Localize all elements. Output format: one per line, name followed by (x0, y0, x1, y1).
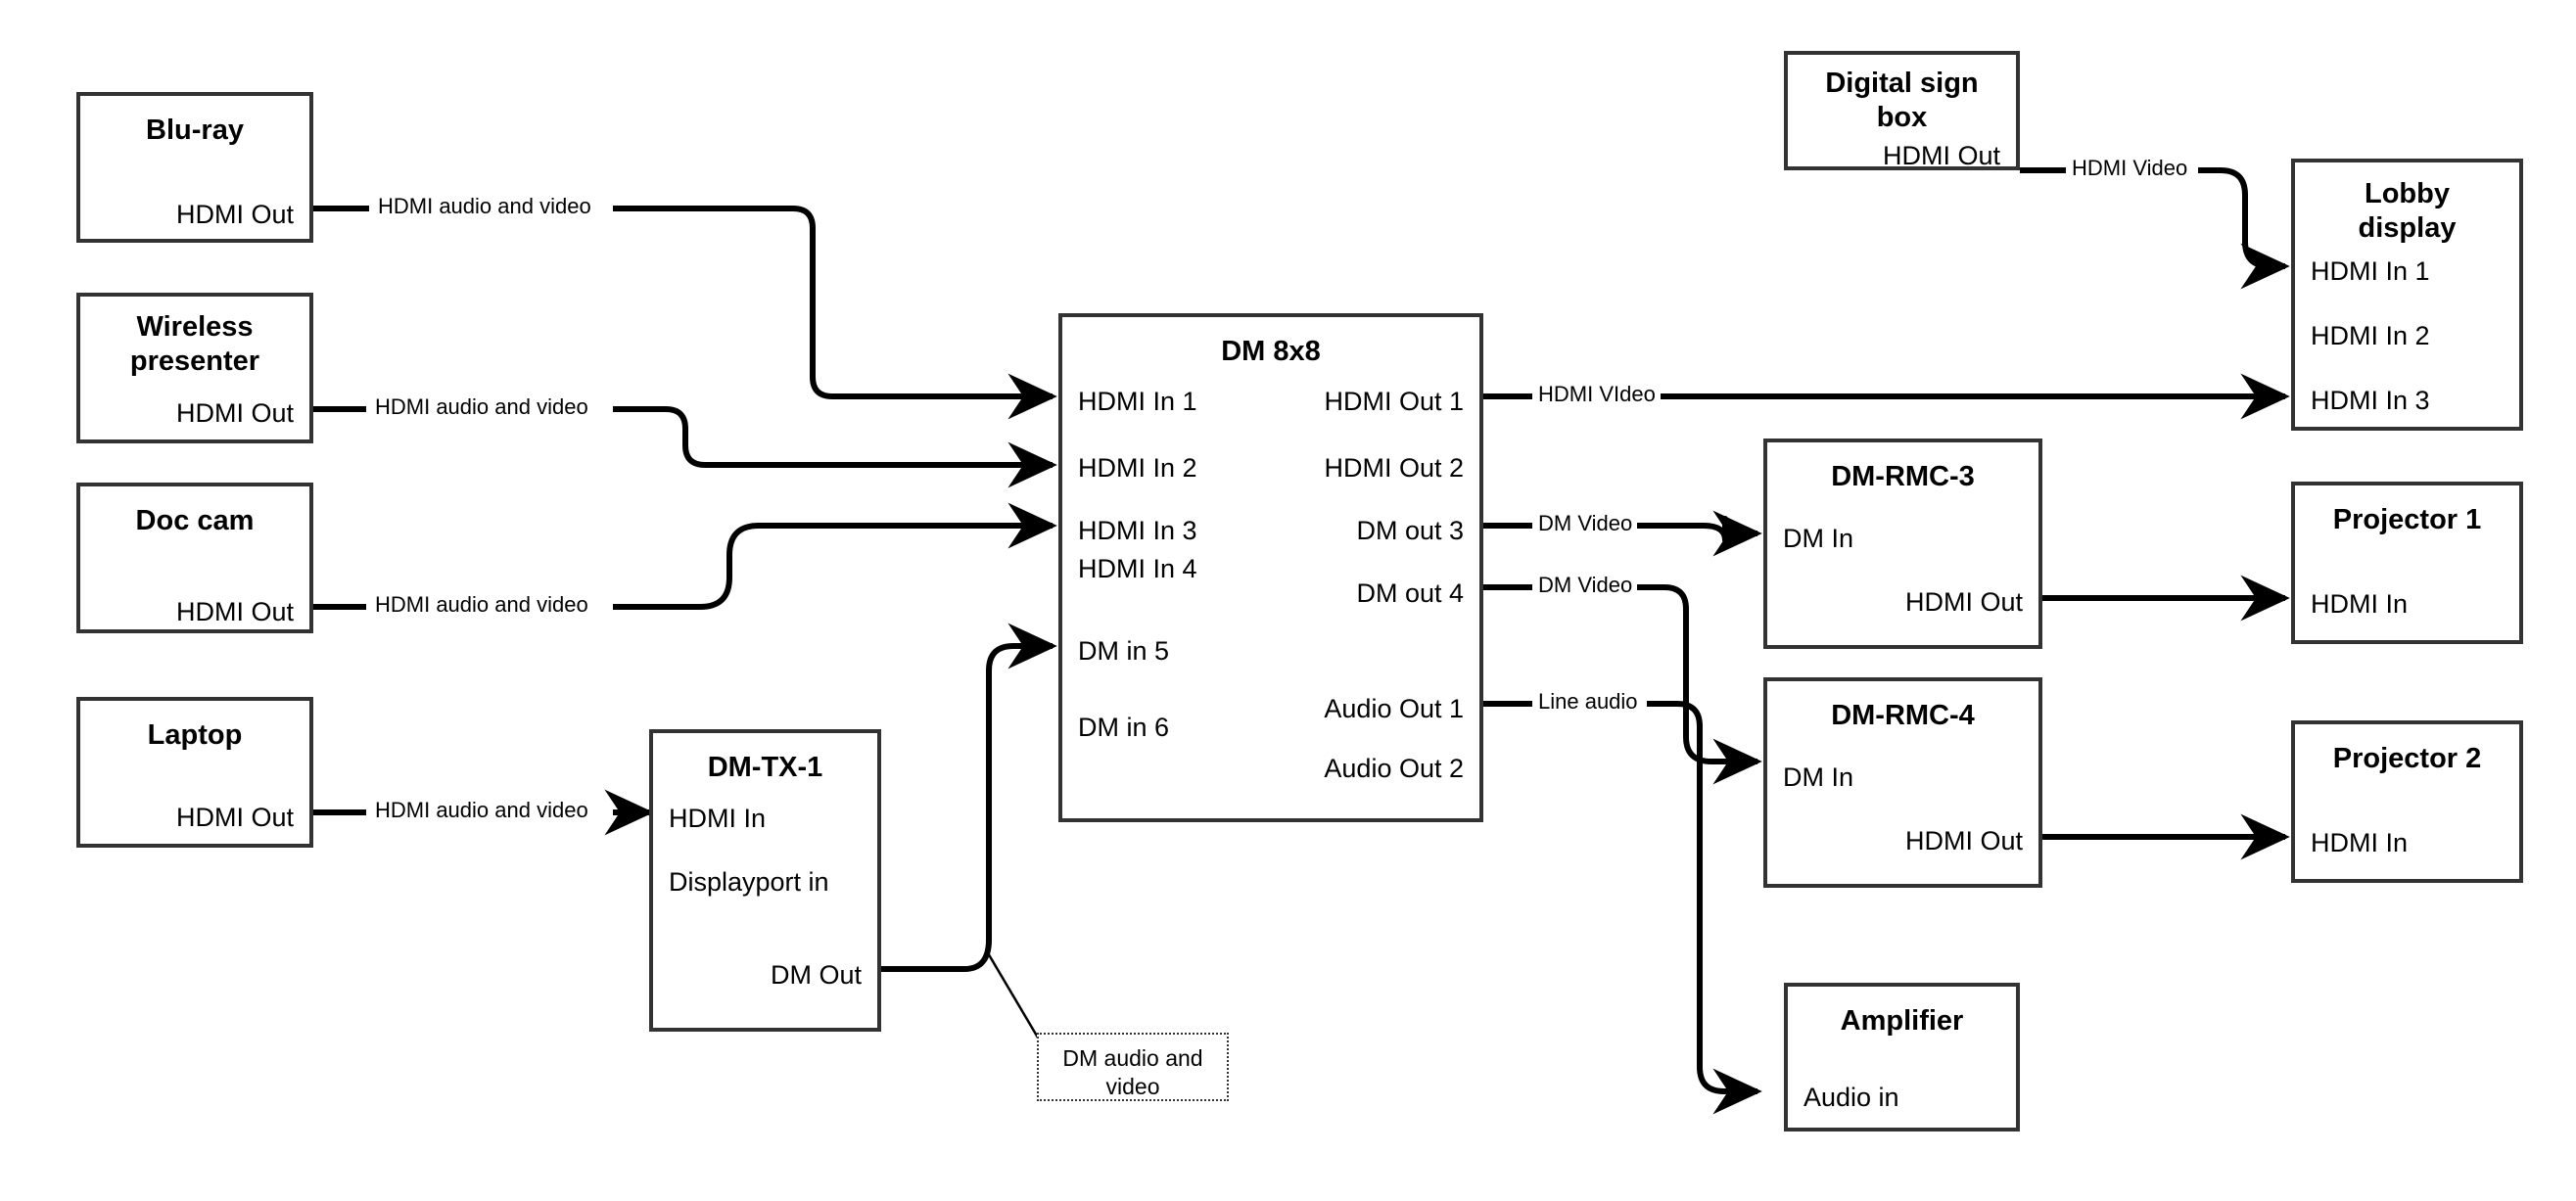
node-title: DM 8x8 (1221, 336, 1321, 367)
port-dm-out-3[interactable]: DM out 3 (1356, 516, 1464, 545)
node-dm-rmc-4[interactable]: DM-RMC-4 DM In HDMI Out (1763, 677, 2042, 888)
port-dm-in[interactable]: DM In (1783, 762, 1854, 792)
cable-label-laptop: HDMI audio and video (370, 800, 593, 821)
node-title: Amplifier (1840, 1005, 1964, 1037)
node-title: Digital sign box (1825, 68, 1979, 134)
node-title: DM-RMC-3 (1831, 461, 1975, 492)
port-hdmi-out[interactable]: HDMI Out (175, 597, 294, 626)
cable-dm8x8-audioout1-to-amp (1647, 701, 1762, 1115)
annotation-dm-audio-video: DM audio and video (1037, 1033, 1229, 1101)
port-dm-in-6[interactable]: DM in 6 (1078, 713, 1170, 742)
port-hdmi-out-1[interactable]: HDMI Out 1 (1324, 387, 1464, 416)
node-amplifier[interactable]: Amplifier Audio in (1784, 983, 2020, 1132)
port-hdmi-in-3[interactable]: HDMI In 3 (1078, 516, 1197, 545)
node-title: Laptop (147, 719, 243, 751)
node-title: Blu-ray (146, 115, 244, 146)
cable-doccam-to-dm8x8 (613, 502, 1057, 610)
port-audio-out-2[interactable]: Audio Out 2 (1324, 754, 1464, 783)
node-title: Doc cam (135, 505, 255, 536)
node-lobby-display[interactable]: Lobby display HDMI In 1 HDMI In 2 HDMI I… (2291, 159, 2523, 431)
port-hdmi-in-2[interactable]: HDMI In 2 (2311, 321, 2430, 350)
port-hdmi-in-1[interactable]: HDMI In 1 (2311, 256, 2430, 286)
cable-dm8x8-dmout4-to-rmc4 (1625, 584, 1762, 785)
node-wireless-presenter[interactable]: Wireless presenter HDMI Out (76, 293, 313, 443)
port-hdmi-out[interactable]: HDMI Out (175, 200, 294, 229)
port-hdmi-in[interactable]: HDMI In (2311, 828, 2409, 857)
cable-label-dm8x8-hdmiout1: HDMI VIdeo (1533, 384, 1661, 405)
node-title: Wireless presenter (129, 311, 260, 378)
port-hdmi-in-2[interactable]: HDMI In 2 (1078, 453, 1197, 483)
cable-label-doccam: HDMI audio and video (370, 594, 593, 616)
node-title: Projector 1 (2332, 504, 2482, 535)
cable-dmtx1-to-dm8x8 (881, 623, 1057, 972)
port-dm-in[interactable]: DM In (1783, 524, 1854, 553)
port-hdmi-in-3[interactable]: HDMI In 3 (2311, 386, 2430, 415)
annotation-text: DM audio and video (1062, 1045, 1203, 1099)
port-audio-in[interactable]: Audio in (1803, 1083, 1899, 1112)
cable-label-bluray: HDMI audio and video (373, 196, 596, 217)
cable-dm8x8-dmout3-to-rmc3 (1625, 510, 1762, 557)
port-hdmi-out[interactable]: HDMI Out (1904, 587, 2023, 617)
port-hdmi-in[interactable]: HDMI In (2311, 589, 2409, 619)
port-dm-out-4[interactable]: DM out 4 (1356, 578, 1464, 608)
node-dm-tx-1[interactable]: DM-TX-1 HDMI In Displayport in DM Out (649, 729, 881, 1032)
node-digital-sign-box[interactable]: Digital sign box HDMI Out (1784, 51, 2020, 170)
cable-bluray-to-dm8x8-run (613, 206, 1057, 420)
port-hdmi-in-1[interactable]: HDMI In 1 (1078, 387, 1197, 416)
cable-label-dm8x8-dmout4: DM Video (1533, 575, 1638, 596)
node-projector-1[interactable]: Projector 1 HDMI In (2291, 482, 2523, 644)
port-hdmi-out[interactable]: HDMI Out (1904, 826, 2023, 855)
node-bluray[interactable]: Blu-ray HDMI Out (76, 92, 313, 243)
node-title: DM-TX-1 (707, 752, 823, 783)
node-dm-rmc-3[interactable]: DM-RMC-3 DM In HDMI Out (1763, 439, 2042, 649)
port-hdmi-in-4[interactable]: HDMI In 4 (1078, 554, 1197, 583)
cable-label-dm8x8-audioout1: Line audio (1533, 691, 1643, 713)
annotation-leader-line (985, 950, 1040, 1039)
node-doc-cam[interactable]: Doc cam HDMI Out (76, 483, 313, 633)
cable-signbox-to-lobby (2198, 167, 2290, 290)
cable-label-signbox: HDMI Video (2067, 158, 2193, 179)
port-hdmi-out-2[interactable]: HDMI Out 2 (1324, 453, 1464, 483)
node-title: Projector 2 (2332, 743, 2482, 774)
node-title: Lobby display (2358, 178, 2457, 245)
node-projector-2[interactable]: Projector 2 HDMI In (2291, 720, 2523, 883)
port-hdmi-out[interactable]: HDMI Out (1882, 141, 2000, 170)
node-laptop[interactable]: Laptop HDMI Out (76, 697, 313, 848)
port-audio-out-1[interactable]: Audio Out 1 (1324, 694, 1464, 723)
cable-wireless-to-dm8x8 (613, 406, 1057, 488)
cable-label-dm8x8-dmout3: DM Video (1533, 513, 1638, 534)
port-dm-in-5[interactable]: DM in 5 (1078, 636, 1170, 666)
port-hdmi-out[interactable]: HDMI Out (175, 803, 294, 832)
cable-label-wireless: HDMI audio and video (370, 396, 593, 418)
port-hdmi-out[interactable]: HDMI Out (175, 398, 294, 428)
node-dm-8x8[interactable]: DM 8x8 HDMI In 1 HDMI In 2 HDMI In 3 HDM… (1058, 313, 1483, 822)
port-hdmi-in[interactable]: HDMI In (669, 804, 767, 833)
port-displayport-in[interactable]: Displayport in (669, 867, 829, 897)
port-dm-out[interactable]: DM Out (770, 960, 862, 990)
node-title: DM-RMC-4 (1831, 700, 1975, 731)
